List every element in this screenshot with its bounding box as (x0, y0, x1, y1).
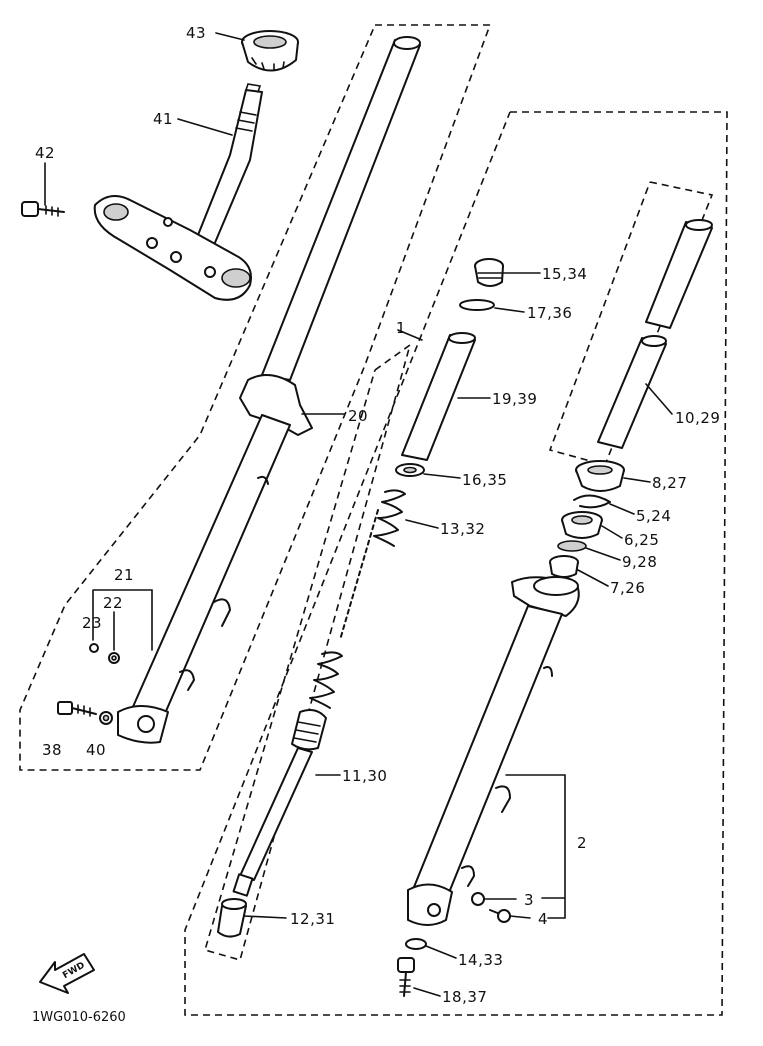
callout-12-31: 12,31 (290, 910, 335, 928)
part-21-22-23-small-parts (89, 643, 120, 664)
part-10-29-inner-tube (597, 219, 713, 449)
callout-3: 3 (524, 891, 534, 909)
callout-42: 42 (35, 144, 55, 162)
callout-10-29: 10,29 (675, 409, 720, 427)
part-38-bolt (57, 701, 97, 717)
callout-15-34: 15,34 (542, 265, 587, 283)
part-4-small-part (489, 909, 511, 923)
callout-13-32: 13,32 (440, 520, 485, 538)
callout-1: 1 (396, 319, 406, 337)
callout-2: 2 (577, 834, 587, 852)
callout-38: 38 (42, 741, 62, 759)
part-19-39-spacer (401, 332, 476, 461)
part-41-steering-stem (93, 83, 263, 301)
part-5-24-clip (573, 494, 611, 509)
part-17-36-o-ring (459, 299, 495, 311)
callout-17-36: 17,36 (527, 304, 572, 322)
callout-5-24: 5,24 (636, 507, 671, 525)
part-13-32-fork-spring (309, 489, 406, 709)
part-15-34-cap-bolt (474, 258, 504, 287)
callout-9-28: 9,28 (622, 553, 657, 571)
callout-7-26: 7,26 (610, 579, 645, 597)
callout-4: 4 (538, 910, 548, 928)
part-20-left-fork (117, 36, 421, 744)
part-11-30-damper-rod (232, 709, 327, 897)
callout-14-33: 14,33 (458, 951, 503, 969)
part-7-26-bushing (549, 555, 579, 578)
part-43-bearing (241, 30, 299, 72)
fwd-arrow-icon: FWD (39, 953, 95, 994)
callout-21: 21 (114, 566, 134, 584)
callout-6-25: 6,25 (624, 531, 659, 549)
part-12-31-oil-lock-piece (217, 898, 247, 938)
part-14-33-washer (405, 938, 427, 950)
callout-22: 22 (103, 594, 123, 612)
callout-18-37: 18,37 (442, 988, 487, 1006)
callout-8-27: 8,27 (652, 474, 687, 492)
part-2-right-outer-tube (407, 576, 580, 926)
part-16-35-washer (395, 463, 425, 477)
leader-lines (44, 32, 673, 997)
callout-23: 23 (82, 614, 102, 632)
right-fork-group-outline (184, 111, 728, 1016)
callout-41: 41 (153, 110, 173, 128)
callout-19-39: 19,39 (492, 390, 537, 408)
callout-40: 40 (86, 741, 106, 759)
part-3-small-part (471, 892, 485, 906)
left-fork-group-outline (19, 24, 492, 771)
diagram-code: 1WG010-6260 (32, 1010, 126, 1025)
part-18-37-bolt (397, 957, 415, 997)
inner-tube-group-outline (204, 343, 412, 961)
part-42-bolt (21, 201, 65, 217)
part-40-washer (99, 711, 113, 725)
callout-16-35: 16,35 (462, 471, 507, 489)
callout-20: 20 (348, 407, 368, 425)
part-6-25-oil-seal (561, 511, 603, 539)
callout-43: 43 (186, 24, 206, 42)
callout-11-30: 11,30 (342, 767, 387, 785)
part-9-28-washer (557, 540, 587, 552)
part-8-27-dust-seal (575, 460, 625, 492)
